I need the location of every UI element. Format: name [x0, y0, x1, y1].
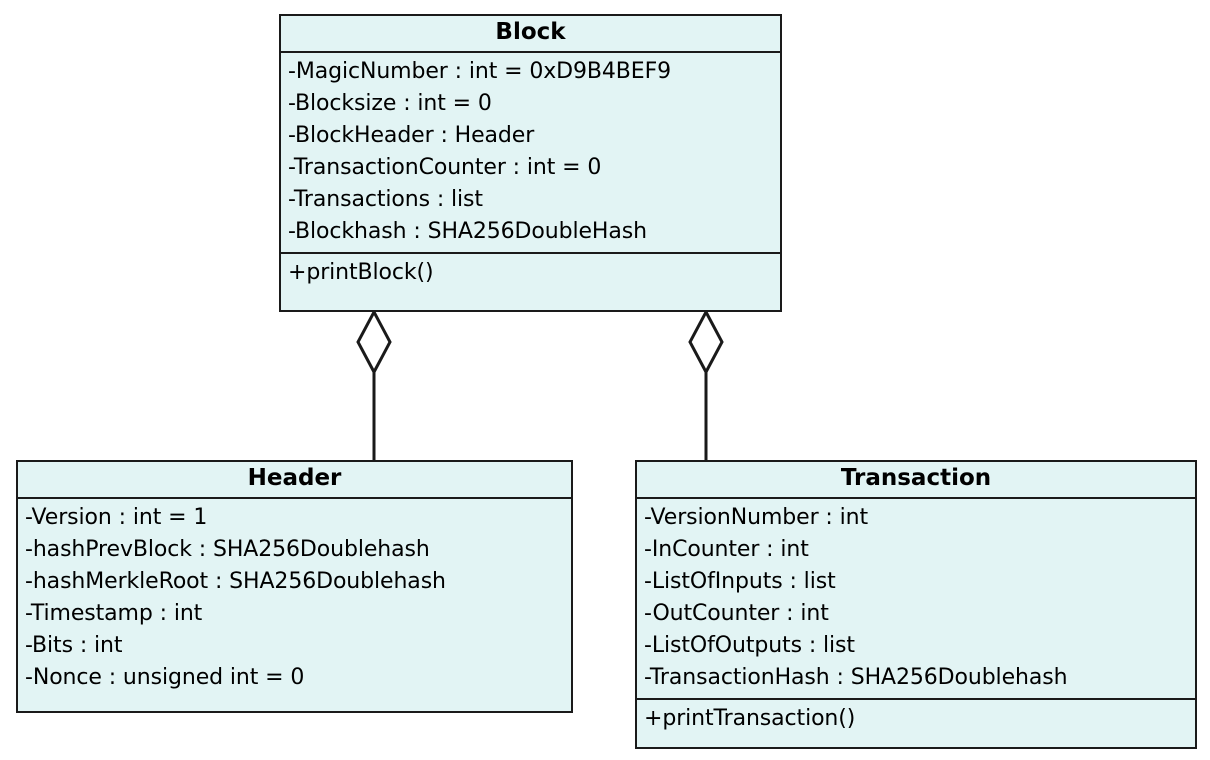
class-attribute-row: -Timestamp : int	[25, 601, 203, 627]
class-attributes-transaction: -VersionNumber : int -InCounter : int -L…	[637, 499, 1195, 701]
class-attribute-row: -hashMerkleRoot : SHA256Doublehash	[25, 568, 446, 594]
class-operation-row: +printBlock()	[288, 260, 434, 286]
hollow-diamond-icon-block-header	[356, 308, 392, 376]
hollow-diamond-icon-block-transaction	[688, 308, 724, 376]
class-attribute-row: -ListOfOutputs : list	[644, 633, 855, 659]
aggregation-block-header	[356, 308, 392, 460]
class-attributes-header: -Version : int = 1 -hashPrevBlock : SHA2…	[18, 499, 571, 699]
class-attribute-row: -TransactionHash : SHA256Doublehash	[644, 665, 1068, 691]
class-attributes-block: -MagicNumber : int = 0xD9B4BEF9 -Blocksi…	[281, 53, 780, 255]
class-attribute-row: -MagicNumber : int = 0xD9B4BEF9	[288, 58, 672, 84]
class-attribute-row: -BlockHeader : Header	[288, 122, 535, 148]
class-operations-block: +printBlock()	[281, 254, 780, 293]
class-attribute-row: -Bits : int	[25, 633, 123, 659]
class-attribute-row: -OutCounter : int	[644, 601, 829, 627]
class-attribute-row: -Blocksize : int = 0	[288, 90, 492, 116]
class-attribute-row: -Transactions : list	[288, 187, 483, 213]
class-title-transaction: Transaction	[637, 462, 1195, 499]
class-attribute-row: -VersionNumber : int	[644, 504, 869, 530]
class-attribute-row: -hashPrevBlock : SHA256Doublehash	[25, 536, 430, 562]
uml-class-header[interactable]: Header -Version : int = 1 -hashPrevBlock…	[16, 460, 573, 713]
uml-class-block[interactable]: Block -MagicNumber : int = 0xD9B4BEF9 -B…	[279, 14, 782, 312]
aggregation-block-transaction	[688, 308, 724, 460]
uml-class-transaction[interactable]: Transaction -VersionNumber : int -InCoun…	[635, 460, 1197, 749]
class-attribute-row: -ListOfInputs : list	[644, 568, 836, 594]
class-operations-transaction: +printTransaction()	[637, 700, 1195, 739]
class-attribute-row: -InCounter : int	[644, 536, 809, 562]
class-title-block: Block	[281, 16, 780, 53]
class-attribute-row: -Version : int = 1	[25, 504, 208, 530]
class-title-header: Header	[18, 462, 571, 499]
class-attribute-row: -TransactionCounter : int = 0	[288, 155, 602, 181]
class-attribute-row: -Nonce : unsigned int = 0	[25, 665, 305, 691]
class-operation-row: +printTransaction()	[644, 706, 856, 732]
class-attribute-row: -Blockhash : SHA256DoubleHash	[288, 219, 647, 245]
